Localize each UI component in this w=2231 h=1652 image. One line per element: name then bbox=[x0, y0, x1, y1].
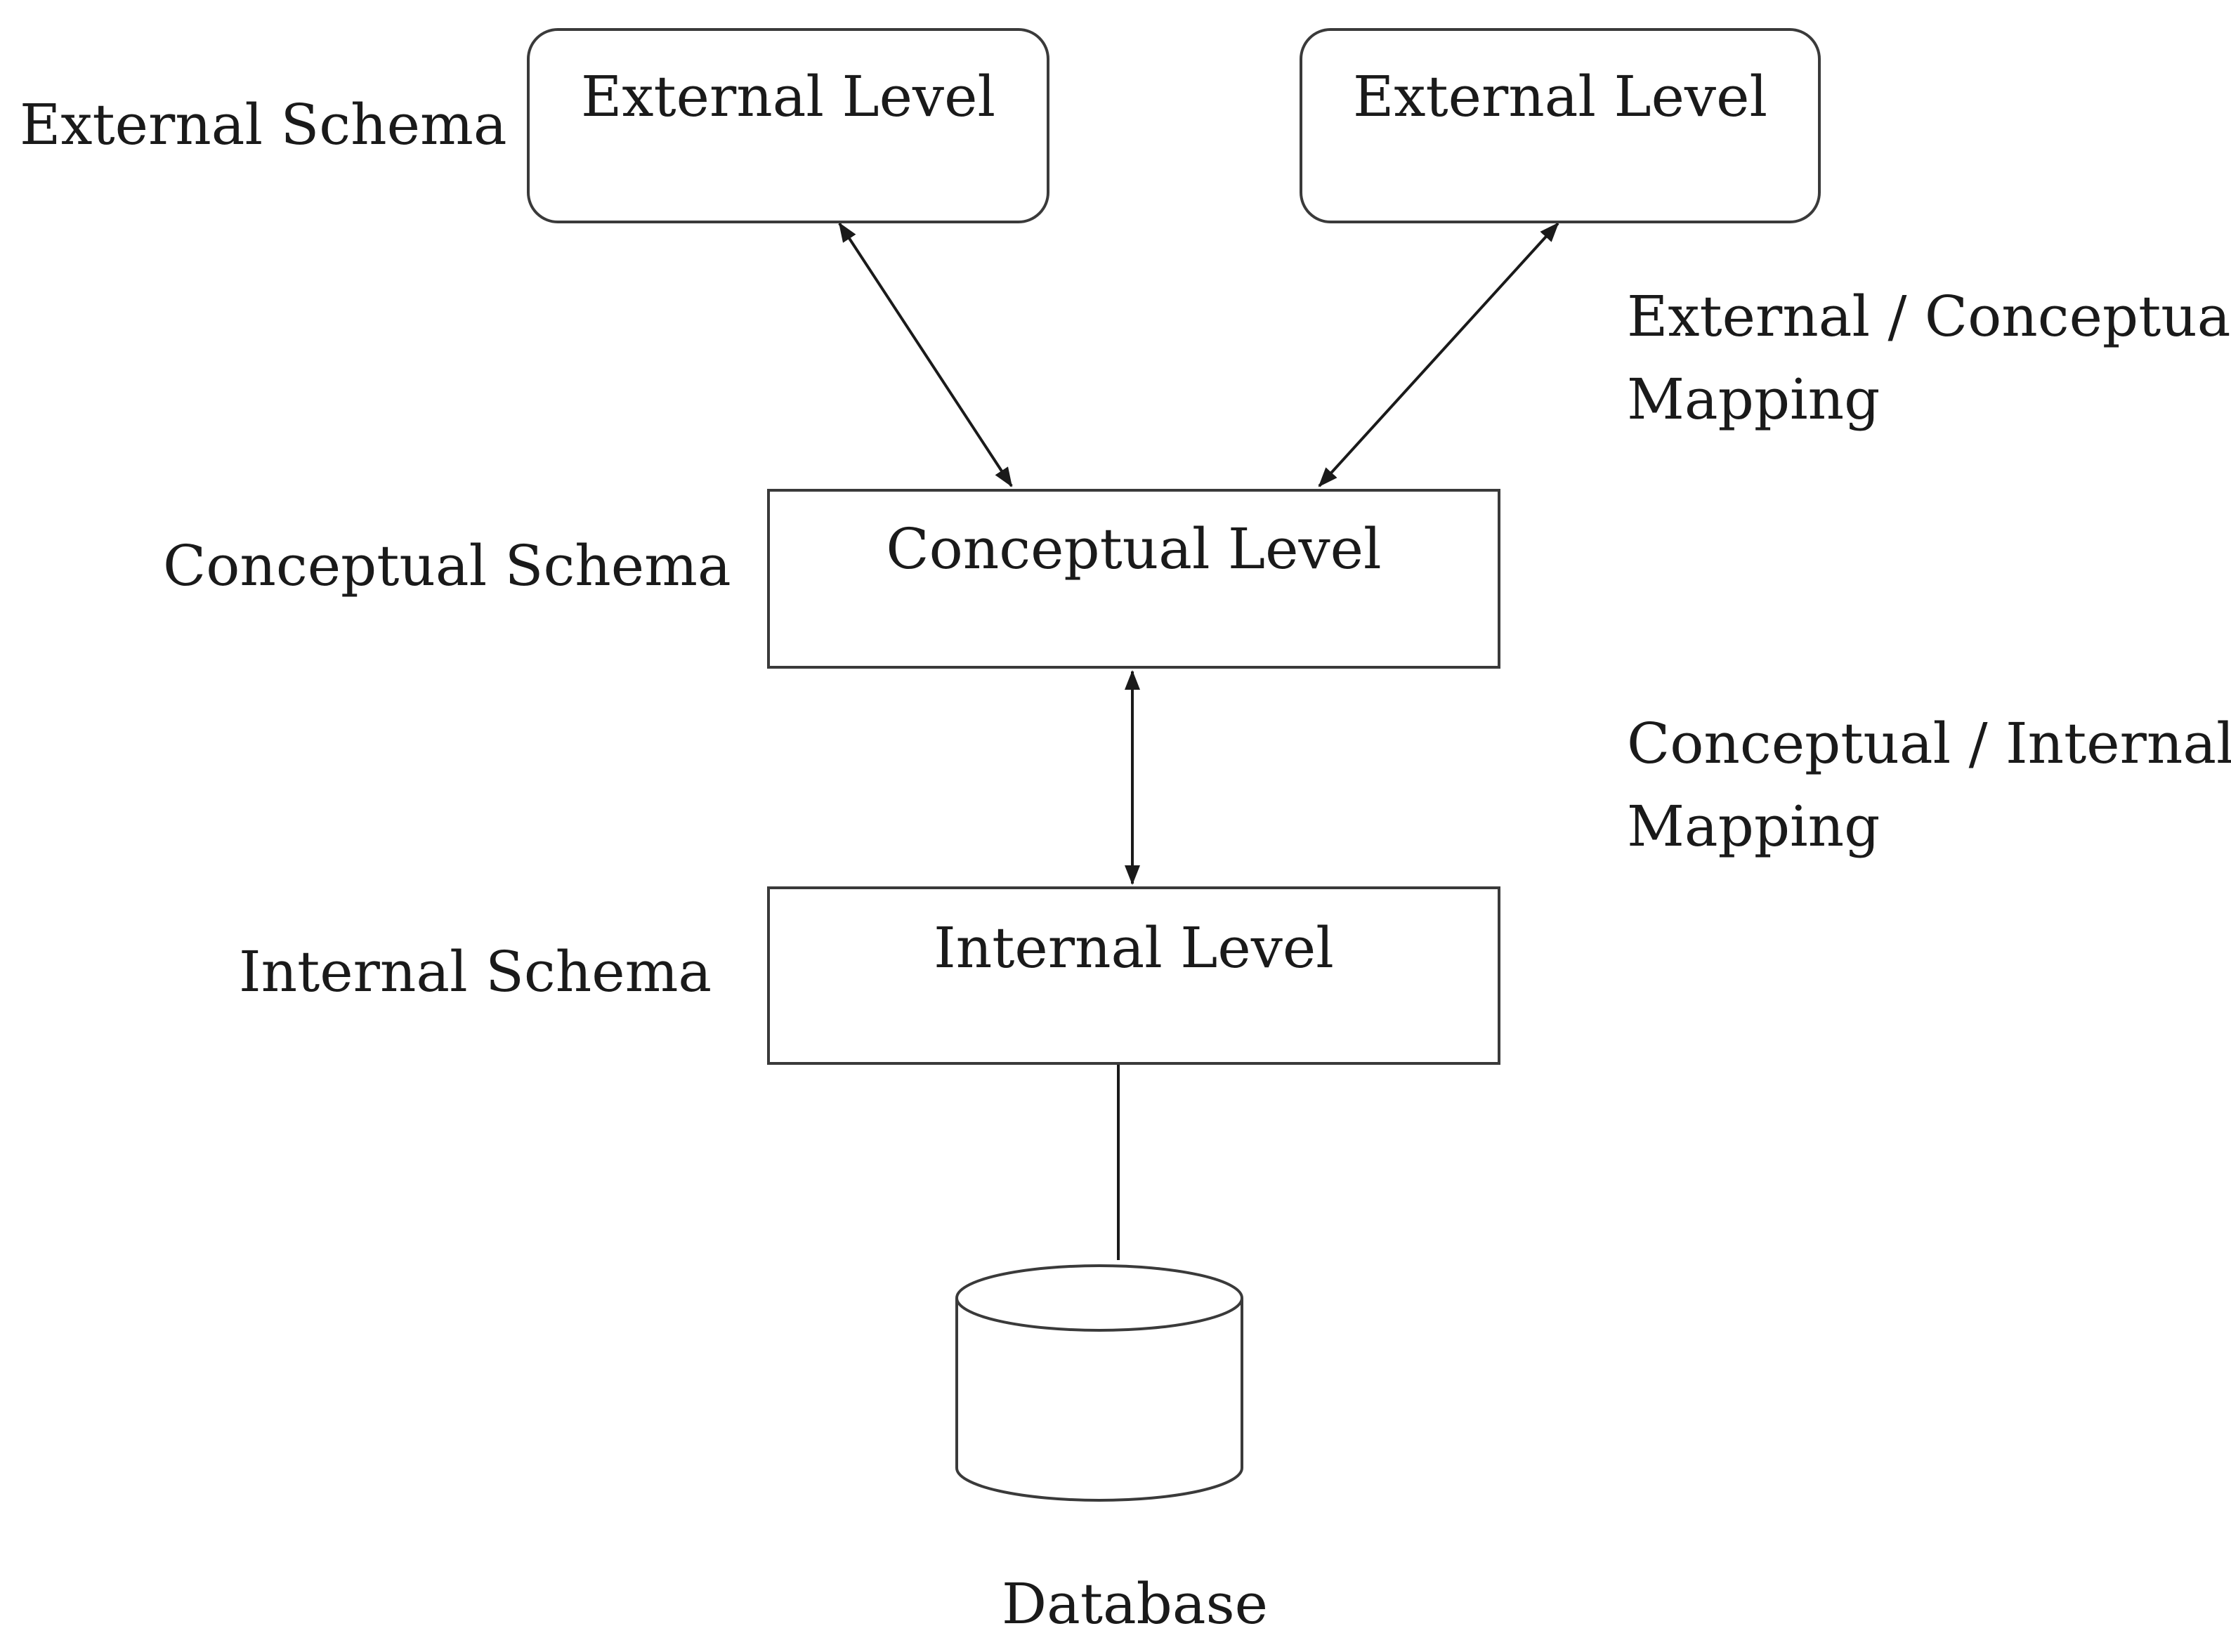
conceptual-schema-label: Conceptual Schema bbox=[163, 533, 731, 598]
external-right-conceptual-arrow bbox=[1318, 222, 1559, 487]
internal-level-label: Internal Level bbox=[934, 915, 1334, 981]
external-left-conceptual-arrow bbox=[838, 222, 1013, 487]
external-level-right-label: External Level bbox=[1352, 64, 1768, 129]
external-level-left-label: External Level bbox=[580, 64, 996, 129]
conceptual-internal-mapping-line1: Conceptual / Internal bbox=[1627, 711, 2231, 776]
external-level-box-right: External Level bbox=[1300, 28, 1821, 223]
conceptual-internal-mapping-label: Conceptual / Internal Mapping bbox=[1627, 702, 2231, 868]
external-conceptual-mapping-line2: Mapping bbox=[1627, 367, 1880, 432]
external-conceptual-mapping-label: External / Conceptual Mapping bbox=[1627, 275, 2231, 441]
external-schema-label: External Schema bbox=[20, 92, 507, 157]
internal-level-box: Internal Level bbox=[767, 886, 1500, 1065]
external-level-box-left: External Level bbox=[527, 28, 1049, 223]
external-conceptual-mapping-line1: External / Conceptual bbox=[1627, 284, 2231, 349]
conceptual-level-box: Conceptual Level bbox=[767, 489, 1500, 669]
internal-schema-label: Internal Schema bbox=[239, 939, 712, 1004]
database-label: Database bbox=[1002, 1571, 1268, 1637]
conceptual-level-label: Conceptual Level bbox=[886, 516, 1382, 582]
conceptual-internal-mapping-line2: Mapping bbox=[1627, 794, 1880, 859]
database-cylinder-icon bbox=[955, 1264, 1243, 1502]
